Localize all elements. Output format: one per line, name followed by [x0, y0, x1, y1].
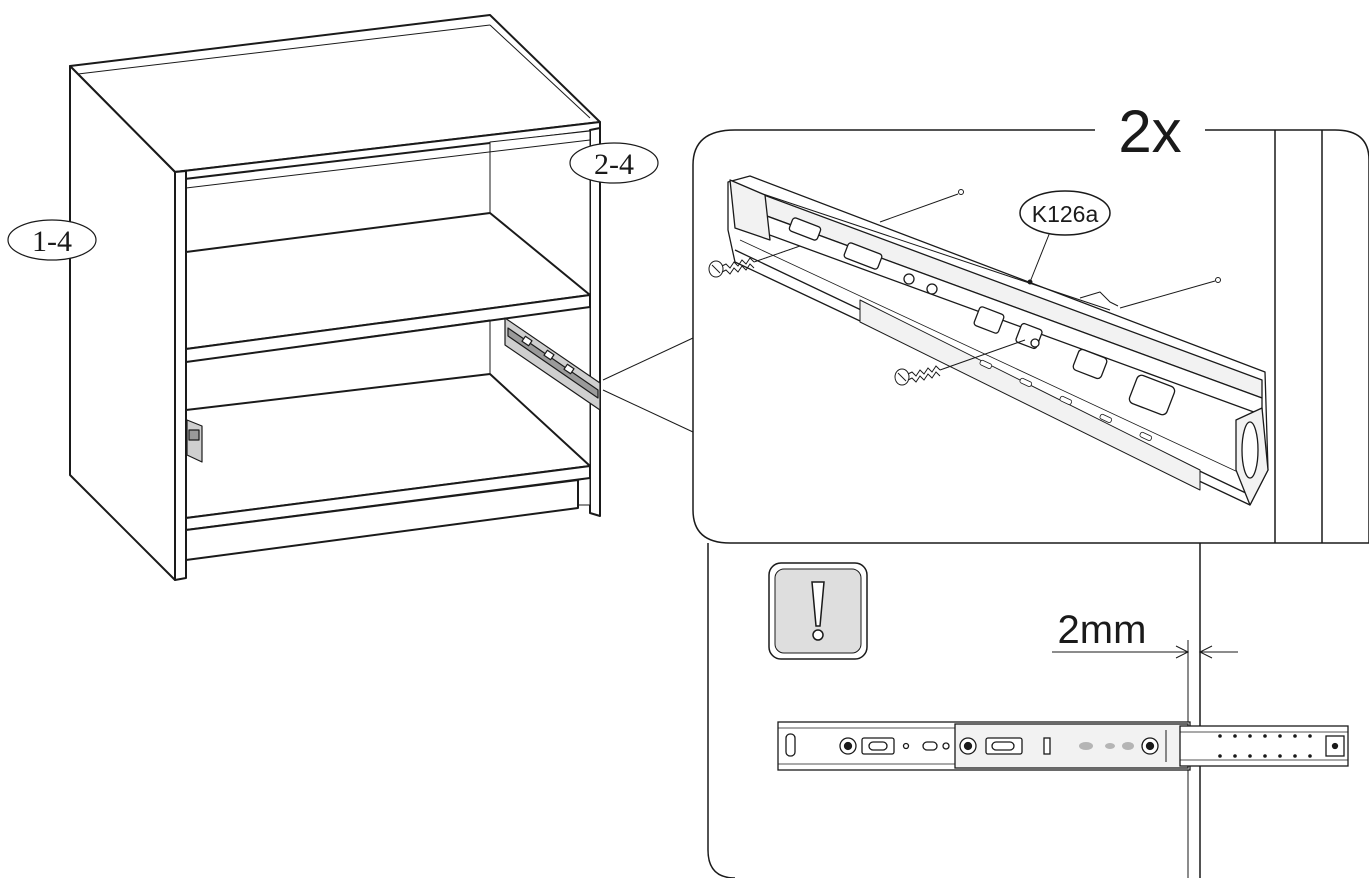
drawer-slide-side-view: [777, 721, 1349, 771]
right-side-panel: [589, 127, 601, 517]
side-panel-left-label: 1-4: [32, 225, 72, 258]
gap-detail-panel: 2mm: [707, 543, 1349, 878]
left-drawer-rail: [186, 419, 203, 463]
detail-panel: K126a 2x: [692, 98, 1369, 544]
gap-dimension-label: 2mm: [1058, 608, 1147, 652]
screw-icon: [708, 245, 801, 278]
drawer-slide-detail: [727, 175, 1269, 506]
plinth: [185, 479, 579, 561]
cabinet: [69, 14, 601, 581]
part-code-badge: K126a: [1019, 190, 1111, 236]
part-code-label: K126a: [1032, 201, 1099, 227]
quantity-label: 2x: [1118, 98, 1181, 165]
callout-lines: [602, 337, 694, 433]
right-drawer-rail: [504, 317, 601, 411]
screw-icon: [894, 339, 1026, 386]
label-1-4: 1-4: [7, 219, 97, 261]
warning-icon: [768, 562, 868, 660]
side-panel-right-label: 2-4: [594, 148, 634, 181]
label-2-4: 2-4: [569, 142, 659, 184]
